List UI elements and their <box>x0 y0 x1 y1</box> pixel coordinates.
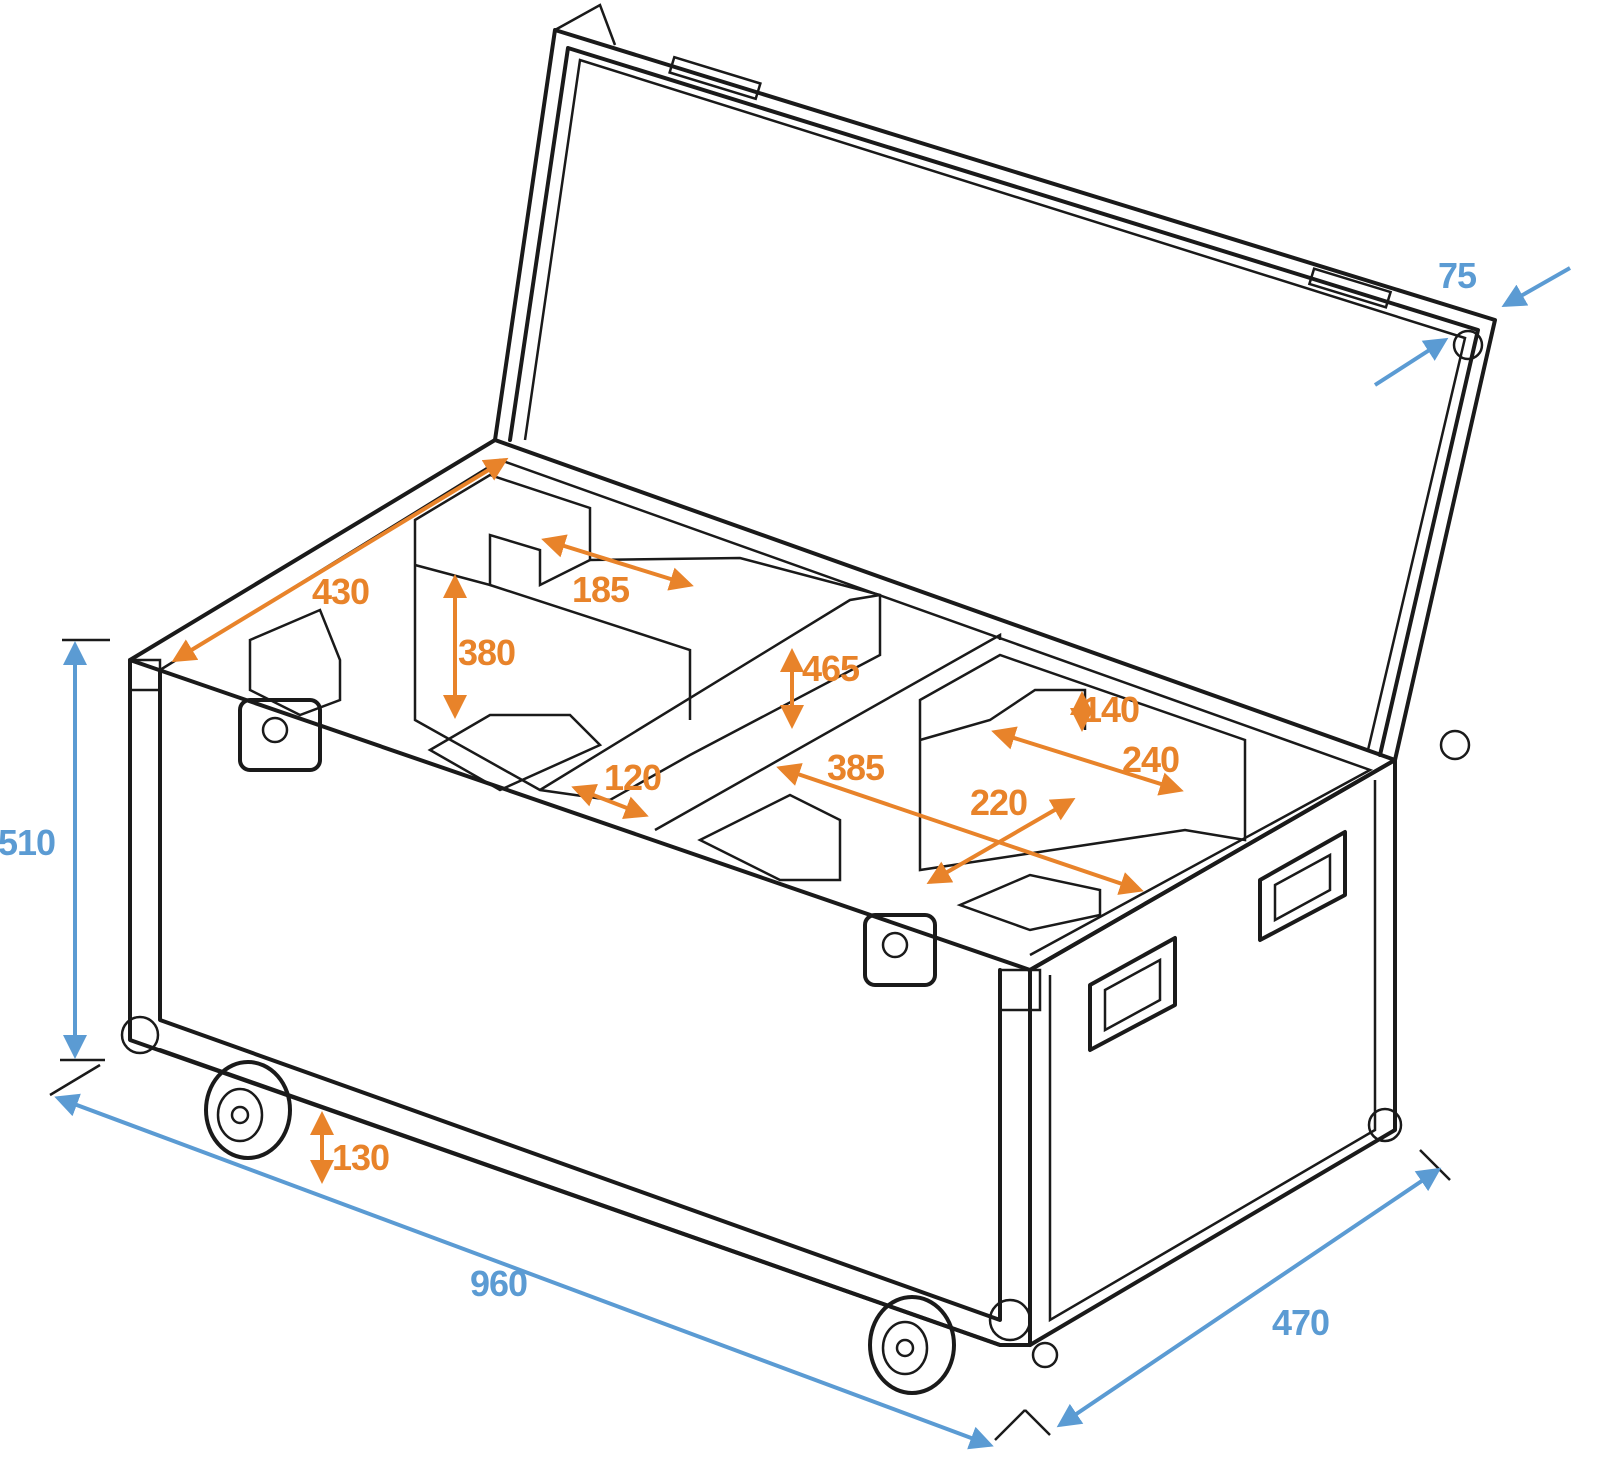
dim-arrow-240 <box>991 726 1184 796</box>
lid-latch-right <box>1307 267 1393 309</box>
front-latch-right <box>863 913 937 987</box>
latch-bolt <box>261 716 289 744</box>
label-inner-width: 430 <box>312 571 369 612</box>
label-compartment-height: 380 <box>458 632 515 673</box>
corner-bracket <box>128 658 162 692</box>
wheel-right <box>868 1295 956 1395</box>
inner-dimension-arrows <box>171 457 1184 1184</box>
outer-dimension-arrows <box>49 266 1571 1450</box>
corner-ball <box>1367 1107 1403 1143</box>
side-handle-front <box>1088 936 1177 1052</box>
latch-bolt <box>881 931 909 959</box>
lid-corner <box>1452 329 1484 361</box>
wheel-left <box>204 1060 292 1160</box>
corner-ball <box>120 1015 160 1055</box>
corner-bracket <box>998 968 1042 1012</box>
label-lid-depth: 75 <box>1438 255 1477 296</box>
extension-line <box>1024 1409 1051 1436</box>
label-compartment-top-length: 185 <box>572 569 630 610</box>
side-handle-back <box>1258 830 1347 942</box>
dim-arrow-470 <box>1056 1167 1442 1428</box>
extension-line <box>1419 1149 1451 1181</box>
lid-latch-left <box>668 55 762 101</box>
label-right-compartment-length: 240 <box>1122 739 1179 780</box>
label-notch-height: 140 <box>1082 689 1139 730</box>
label-length: 960 <box>470 1263 527 1304</box>
label-height: 510 <box>0 822 55 863</box>
dim-arrow-960 <box>54 1093 994 1450</box>
label-wheel-height: 130 <box>332 1137 389 1178</box>
dim-arrow-185 <box>541 534 694 591</box>
extension-line <box>994 1409 1026 1441</box>
extension-line <box>49 1063 101 1097</box>
dim-arrow-75-upper <box>1501 266 1571 307</box>
dimension-labels: 75 510 960 470 430 185 380 465 140 240 3… <box>0 255 1478 1343</box>
label-right-section-width: 220 <box>970 782 1027 823</box>
label-divider-height: 465 <box>802 648 860 689</box>
corner-ball <box>1031 1341 1059 1369</box>
label-width: 470 <box>1272 1302 1329 1343</box>
hinge-corner <box>1439 729 1471 761</box>
dim-arrow-430 <box>171 457 509 663</box>
dim-arrow-75-lower <box>1373 337 1449 387</box>
case-lid <box>493 3 1497 762</box>
label-right-section-length: 385 <box>827 747 885 788</box>
label-divider-width: 120 <box>604 757 661 798</box>
dim-arrow-120 <box>571 784 649 819</box>
front-latch-left <box>238 698 322 772</box>
dim-arrow-220 <box>926 797 1076 885</box>
